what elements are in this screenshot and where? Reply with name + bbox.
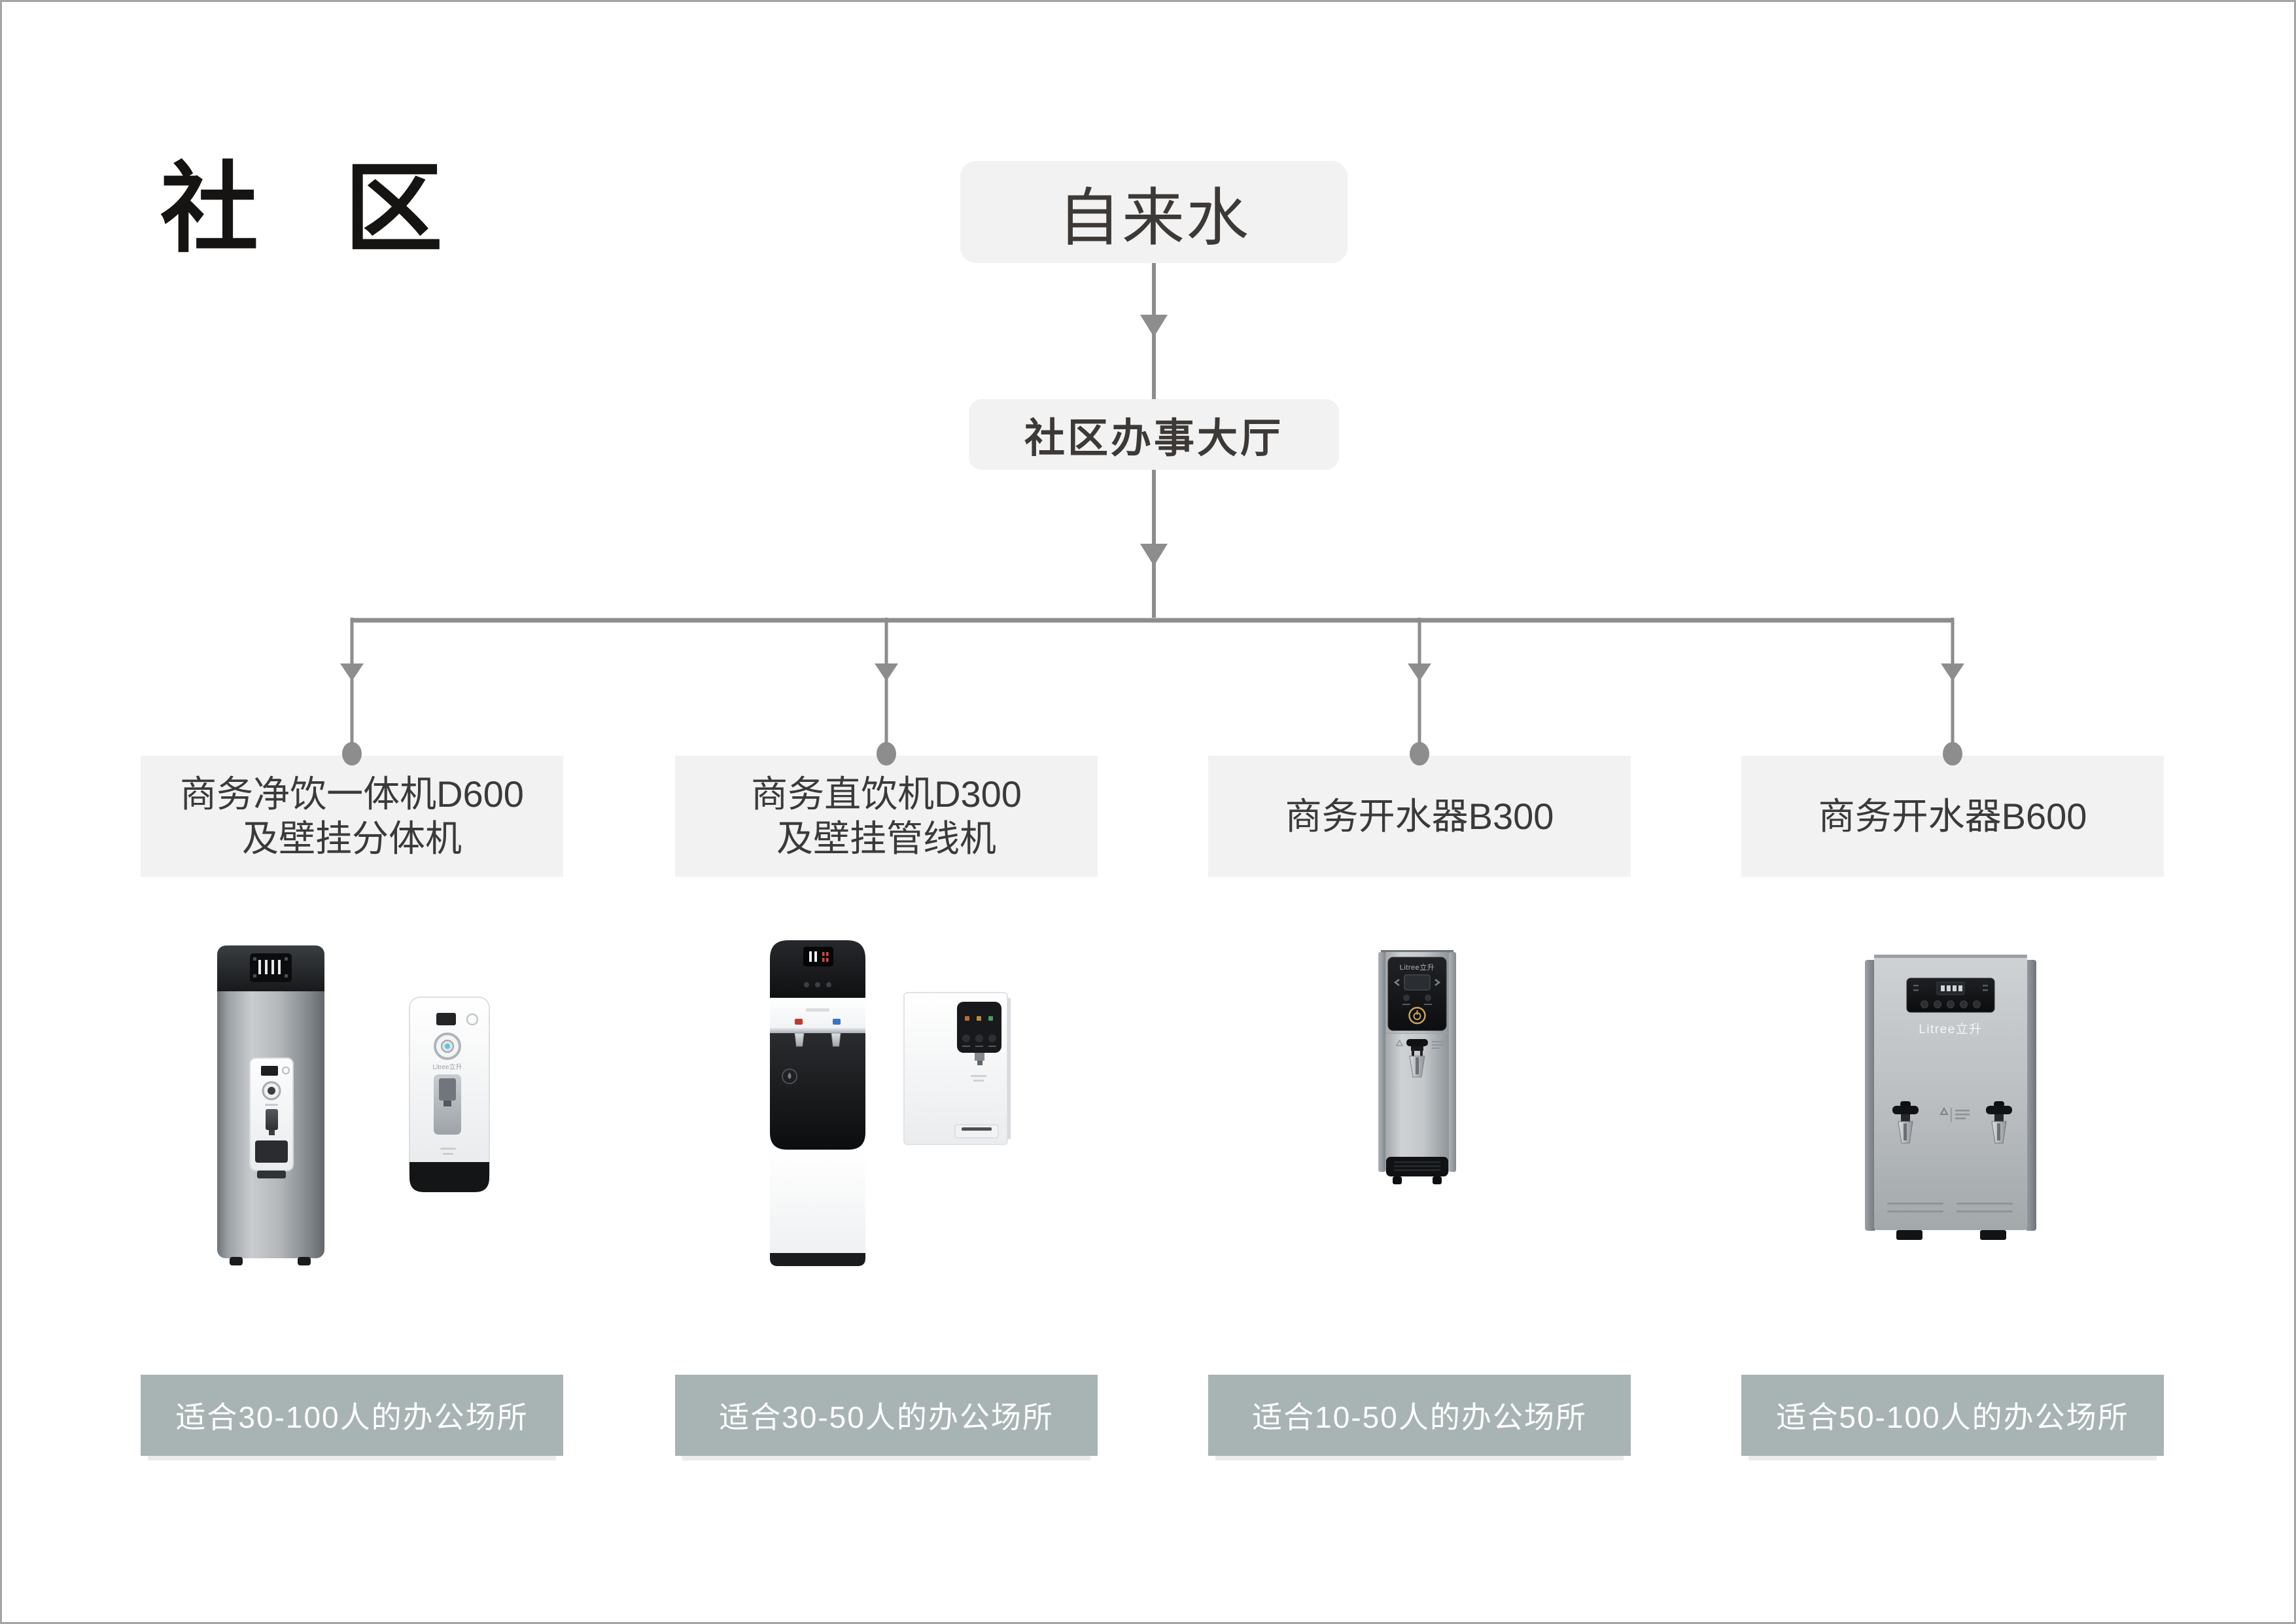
node-community-service-hall: 社区办事大厅 (969, 399, 1339, 470)
product-photo-d600-floor-unit (215, 940, 326, 1267)
power-button-icon (1408, 1006, 1426, 1025)
arrowhead-down-icon (1408, 663, 1431, 681)
product-name-box-d300: 商务直饮机D300 及壁挂管线机 (675, 756, 1098, 877)
d300-display (803, 947, 833, 966)
product-caption-b300: 适合10-50人的办公场所 (1208, 1375, 1631, 1456)
product-name-line: 商务开水器B600 (1818, 795, 2087, 837)
arrowhead-down-icon (1140, 315, 1168, 337)
brand-mark: Litree立升 (1400, 962, 1435, 972)
b600-control-panel (1906, 978, 1995, 1013)
left-arrow-icon (1393, 979, 1400, 986)
droplet-badge-icon (782, 1068, 797, 1084)
arrowhead-down-icon (875, 663, 898, 681)
product-name-box-d600: 商务净饮一体机D600 及壁挂分体机 (141, 756, 563, 877)
brand-mark: Litree立升 (1919, 1022, 1983, 1036)
d300-wall-body (903, 992, 1011, 1145)
wall-unit-base-tray (409, 1162, 489, 1192)
caption-text: 适合50-100人的办公场所 (1776, 1400, 2129, 1434)
product-photo-d300-wall-unit (903, 991, 1013, 1148)
product-photo-d600-wall-unit: Litree立升 (408, 996, 491, 1201)
d600-recess (255, 1140, 288, 1163)
brand-mark: Litree立升 (432, 1063, 462, 1071)
b300-control-panel (1387, 957, 1447, 1031)
brand-mark (971, 1075, 986, 1077)
d600-lock-icon (282, 1067, 290, 1074)
product-name-line: 商务净饮一体机D600 (180, 773, 524, 815)
node-community-service-hall-label: 社区办事大厅 (1024, 416, 1283, 461)
hot-water-icon (795, 1019, 803, 1025)
right-arrow-icon (1435, 979, 1441, 986)
d300-base (770, 1253, 865, 1266)
caption-text: 适合10-50人的办公场所 (1252, 1400, 1587, 1434)
product-caption-d300: 适合30-50人的办公场所 (675, 1375, 1098, 1456)
caption-text: 适合30-100人的办公场所 (175, 1400, 529, 1434)
b600-left-tap (1892, 1101, 1919, 1144)
product-name-line: 及壁挂分体机 (242, 817, 462, 859)
d600-cabinet (217, 945, 324, 1265)
wall-unit-screen (436, 1013, 456, 1025)
touch-panel (957, 1002, 1001, 1053)
arrowhead-down-icon (1140, 544, 1168, 566)
node-tap-water: 自来水 (960, 161, 1348, 263)
product-name-line: 商务直饮机D300 (751, 773, 1022, 815)
lock-button-icon (466, 1013, 479, 1026)
d600-wall-body: Litree立升 (409, 997, 490, 1192)
d300-cold-tap (831, 1033, 841, 1047)
b300-body: Litree立升 (1378, 950, 1456, 1184)
cold-water-icon (833, 1019, 841, 1025)
wall-unit-spout (975, 1053, 984, 1061)
warning-icon (1395, 1039, 1404, 1046)
product-photo-b300: Litree立升 (1377, 949, 1457, 1188)
product-photo-b600: Litree立升 (1865, 952, 2036, 1241)
b600-grooves (1887, 1203, 2013, 1212)
d300-top-panel (770, 940, 865, 998)
brand-mark (806, 1008, 829, 1012)
page-title: 社 区 (160, 154, 443, 264)
b600-right-tap (1986, 1101, 2012, 1144)
product-caption-b600: 适合50-100人的办公场所 (1741, 1375, 2164, 1456)
product-name-box-b600: 商务开水器B600 (1741, 756, 2164, 877)
wall-unit-tray (954, 1124, 999, 1139)
product-name-line: 及壁挂管线机 (776, 817, 996, 859)
product-name-line: 商务开水器B300 (1285, 795, 1554, 837)
b300-lcd (1404, 974, 1431, 991)
node-tap-water-label: 自来水 (1058, 183, 1250, 253)
d600-drip-tray (257, 1171, 286, 1178)
d300-hot-tap (794, 1033, 805, 1047)
warning-icon (1939, 1106, 1949, 1115)
arrowhead-down-icon (340, 663, 364, 681)
d300-dispense-recess (770, 1033, 865, 1150)
product-name-box-b300: 商务开水器B300 (1208, 756, 1631, 877)
b600-body: Litree立升 (1865, 955, 2036, 1240)
caption-text: 适合30-50人的办公场所 (719, 1400, 1054, 1434)
d600-spout (266, 1109, 278, 1130)
product-photo-d300-floor-unit (765, 938, 871, 1267)
product-caption-d600: 适合30-100人的办公场所 (141, 1375, 563, 1456)
arrowhead-down-icon (1941, 663, 1964, 681)
b300-tap-handle (1406, 1039, 1428, 1046)
d300-cabinet (770, 940, 865, 1266)
